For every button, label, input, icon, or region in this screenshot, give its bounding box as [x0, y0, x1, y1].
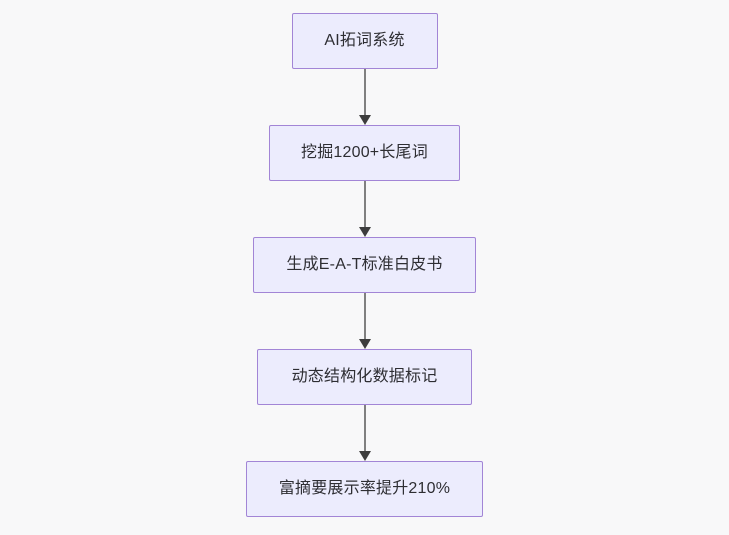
flowchart-edge-3-to-4	[356, 293, 374, 349]
flowchart-node-5-label: 富摘要展示率提升210%	[278, 480, 451, 497]
arrow-down-icon	[358, 227, 371, 237]
flowchart-node-3[interactable]: 生成E-A-T标准白皮书	[253, 237, 476, 293]
flowchart-node-2[interactable]: 挖掘1200+长尾词	[269, 125, 460, 181]
flowchart-node-3-label: 生成E-A-T标准白皮书	[286, 256, 443, 273]
edge-line	[363, 69, 366, 115]
edge-line	[363, 405, 366, 451]
flowchart-node-5[interactable]: 富摘要展示率提升210%	[246, 461, 483, 517]
edge-line	[363, 181, 366, 227]
arrow-down-icon	[358, 451, 371, 461]
flowchart-node-1-label: AI拓词系统	[324, 32, 405, 49]
flowchart-node-1[interactable]: AI拓词系统	[291, 13, 438, 69]
edge-line	[363, 293, 366, 339]
flowchart-node-4[interactable]: 动态结构化数据标记	[257, 349, 472, 405]
flowchart-edge-2-to-3	[356, 181, 374, 237]
flowchart-node-2-label: 挖掘1200+长尾词	[301, 144, 428, 161]
flowchart-edge-1-to-2	[356, 69, 374, 125]
flowchart-edge-4-to-5	[356, 405, 374, 461]
arrow-down-icon	[358, 115, 371, 125]
flowchart-node-4-label: 动态结构化数据标记	[291, 368, 438, 385]
arrow-down-icon	[358, 339, 371, 349]
